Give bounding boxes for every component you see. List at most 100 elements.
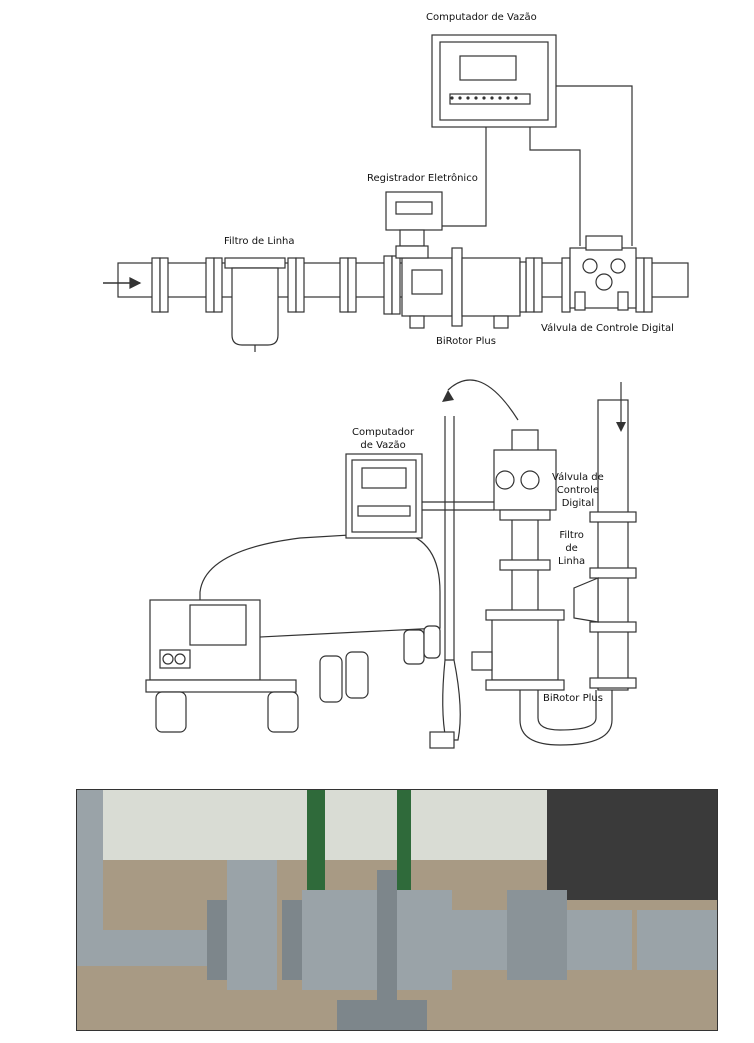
pipe-horizontal — [637, 910, 717, 970]
loading-arm-loop — [447, 379, 519, 421]
flange — [589, 511, 637, 523]
outlet-arrow-icon — [442, 390, 454, 402]
truck — [547, 790, 717, 900]
control-valve-pilot — [585, 235, 623, 251]
u-bend-pipe — [537, 690, 597, 731]
flow-computer-label-line2: de Vazão — [360, 440, 406, 451]
birotor-body-right — [461, 257, 521, 317]
flange — [525, 257, 535, 313]
flow-computer-label: Computador de Vazão — [352, 426, 414, 452]
birotor-end — [519, 261, 527, 313]
line-filter — [573, 577, 599, 623]
flow-computer-label: Computador de Vazão — [426, 12, 537, 23]
flange — [287, 257, 297, 313]
flange — [295, 257, 305, 313]
flow-computer-label-line1: Computador — [352, 427, 415, 438]
filter-head — [224, 257, 286, 269]
signal-wire — [556, 85, 633, 246]
steel-column — [397, 790, 411, 910]
birotor-label: BiRotor Plus — [436, 336, 496, 347]
valve-label-line2: Controle — [556, 485, 600, 496]
control-valve-tube — [574, 291, 586, 311]
control-valve-dome — [520, 470, 540, 490]
valve-label-line1: Válvula de — [552, 472, 604, 483]
steel-column — [307, 790, 325, 920]
flange — [282, 900, 302, 980]
flange — [485, 679, 565, 691]
filter-label-line3: Linha — [558, 556, 586, 567]
flange — [561, 257, 571, 313]
register-coupling — [395, 245, 429, 259]
installation-photo — [76, 789, 718, 1031]
line-filter-label: Filtro de Linha — [224, 236, 295, 247]
flange — [643, 257, 653, 313]
truck-grille — [189, 604, 247, 646]
flange — [151, 257, 161, 313]
pipe-horizontal — [77, 930, 227, 966]
register-display — [395, 201, 433, 215]
flange — [383, 255, 393, 315]
birotor-label: BiRotor Plus — [543, 693, 603, 704]
flange — [377, 870, 397, 1000]
flow-computer-display — [361, 467, 407, 489]
flange — [589, 677, 637, 689]
flange — [213, 257, 223, 313]
inlet-arrow-icon — [616, 422, 626, 432]
flange — [391, 255, 401, 315]
flange — [589, 621, 637, 633]
truck-wheel — [319, 655, 343, 703]
control-valve-tube — [617, 291, 629, 311]
flow-computer-cover — [439, 41, 549, 121]
flange — [159, 257, 169, 313]
digital-control-valve-label: Válvula de Controle Digital — [541, 323, 674, 334]
flange — [533, 257, 543, 313]
truck-loading-drawing — [145, 379, 637, 749]
control-valve-solenoid — [610, 258, 626, 274]
truck-loading-diagram: Computador de Vazão Válvula de Controle … — [0, 360, 754, 780]
flow-computer-keypad — [357, 505, 411, 517]
truck-headlight — [162, 653, 174, 665]
birotor-center-flange — [451, 247, 463, 327]
signal-wire — [529, 127, 581, 246]
control-valve-dome — [595, 273, 613, 291]
control-valve-solenoid — [495, 470, 515, 490]
truck-wheel — [423, 625, 441, 659]
inline-meter-diagram: Computador de Vazão Registrador Eletrôni… — [0, 0, 754, 360]
birotor-foot — [493, 315, 509, 329]
filter-bowl — [231, 267, 279, 346]
truck-wheel — [155, 691, 187, 733]
installation-photo-drawing — [77, 790, 717, 1030]
flange — [205, 257, 215, 313]
flow-computer-display — [459, 55, 517, 81]
inlet-pipe — [597, 399, 629, 691]
birotor-window — [411, 269, 443, 295]
flange — [589, 567, 637, 579]
pipe-vertical — [77, 790, 103, 950]
truck-wheel — [403, 629, 425, 665]
control-valve — [507, 890, 567, 980]
truck-wheel — [345, 651, 369, 699]
truck-headlight — [174, 653, 186, 665]
control-valve-solenoid — [582, 258, 598, 274]
flange — [485, 609, 565, 621]
register-neck — [399, 229, 425, 247]
meter-stand — [337, 1000, 427, 1030]
birotor-body — [491, 617, 559, 681]
flow-computer-keypad — [449, 93, 531, 105]
birotor-foot — [409, 315, 425, 329]
loading-hose — [442, 659, 461, 741]
filter-label-line1: Filtro — [559, 530, 584, 541]
flange — [347, 257, 357, 313]
flange — [499, 509, 551, 521]
valve-label-line3: Digital — [561, 498, 595, 509]
truck-wheel — [267, 691, 299, 733]
filter-label-line2: de — [565, 543, 578, 554]
digital-control-valve-label: Válvula de Controle Digital — [552, 471, 604, 510]
signal-wire — [442, 127, 487, 227]
inline-meter-drawing — [103, 34, 689, 352]
u-bend-pipe — [519, 690, 613, 746]
inlet-arrow-icon — [129, 277, 142, 289]
flange — [635, 257, 645, 313]
flange — [207, 900, 227, 980]
birotor-register — [471, 651, 493, 671]
